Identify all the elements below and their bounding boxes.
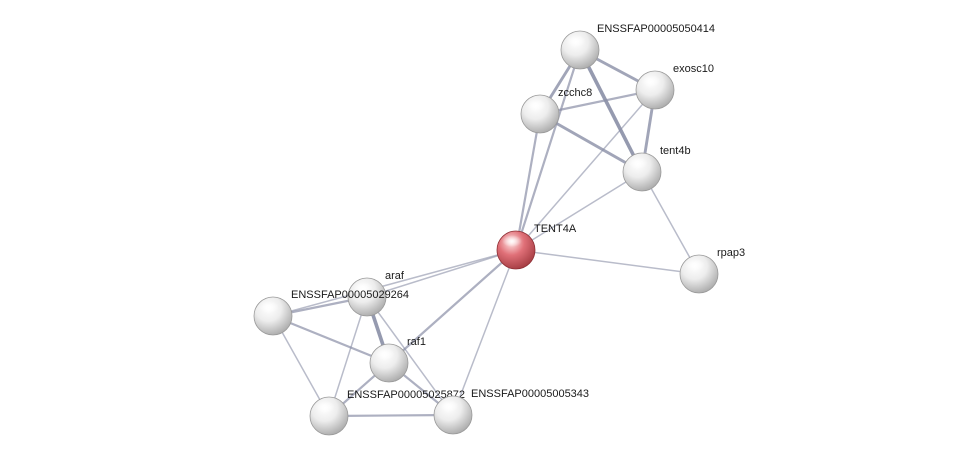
node-ensp25872[interactable]: ENSSFAP00005025872 [309,389,465,436]
node-highlight [315,401,335,413]
edge-layer [271,48,700,418]
edge-ensp29264-raf1[interactable] [271,314,391,365]
node-label: tent4b [660,145,691,157]
node-highlight [566,35,586,47]
edge-araf-ensp25872[interactable] [328,296,368,417]
node-label: ENSSFAP00005029264 [291,289,409,301]
node-highlight [375,348,395,360]
node-highlight [641,75,661,87]
edge-tent4a-araf[interactable] [366,249,517,298]
edge-araf-ensp05343[interactable] [366,296,454,416]
node-ensp05343[interactable]: ENSSFAP00005005343 [433,388,589,435]
node-highlight [685,259,705,271]
node-label: ENSSFAP00005005343 [471,388,589,400]
node-ensp29264[interactable]: ENSSFAP00005029264 [253,289,409,336]
node-ensp50414[interactable]: ENSSFAP00005050414 [560,23,715,70]
edge-tent4a-rpap3[interactable] [515,249,700,275]
edge-tent4b-rpap3[interactable] [641,171,700,275]
edge-zcchc8-tent4a[interactable] [514,112,542,252]
edge-ensp50414-tent4b[interactable] [578,48,644,174]
node-araf[interactable]: araf [347,270,405,317]
node-layer: TENT4A ENSSFAP00005050414 exosc10 zcchc8 ten… [253,23,745,436]
edge-tent4a-raf1[interactable] [387,248,518,365]
edge-tent4a-ensp05343[interactable] [452,249,517,416]
node-label: rpap3 [717,247,745,259]
node-rpap3[interactable]: rpap3 [679,247,745,294]
node-label: TENT4A [534,223,577,235]
node-highlight [628,157,648,169]
node-highlight [526,99,546,111]
node-label: raf1 [407,336,426,348]
node-label: ENSSFAP00005025872 [347,389,465,401]
node-highlight [502,235,522,247]
node-highlight [439,400,459,412]
node-exosc10[interactable]: exosc10 [635,63,714,110]
node-highlight [353,282,373,294]
node-label: ENSSFAP00005050414 [597,23,715,35]
node-label: araf [385,270,405,282]
edge-exosc10-tent4a[interactable] [515,89,656,251]
edge-tent4a-ensp29264[interactable] [272,249,517,317]
node-highlight [259,301,279,313]
edge-zcchc8-tent4b[interactable] [538,112,644,174]
edge-ensp25872-ensp05343[interactable] [327,413,455,418]
node-label: zcchc8 [558,87,592,99]
node-zcchc8[interactable]: zcchc8 [520,87,592,134]
edge-tent4b-tent4a[interactable] [515,171,643,251]
node-label: exosc10 [673,63,714,75]
node-tent4b[interactable]: tent4b [622,145,691,192]
node-raf1[interactable]: raf1 [369,336,426,383]
node-tent4a[interactable]: TENT4A [496,223,577,270]
edge-ensp50414-tent4a[interactable] [514,48,582,252]
edge-exosc10-zcchc8[interactable] [538,88,657,116]
